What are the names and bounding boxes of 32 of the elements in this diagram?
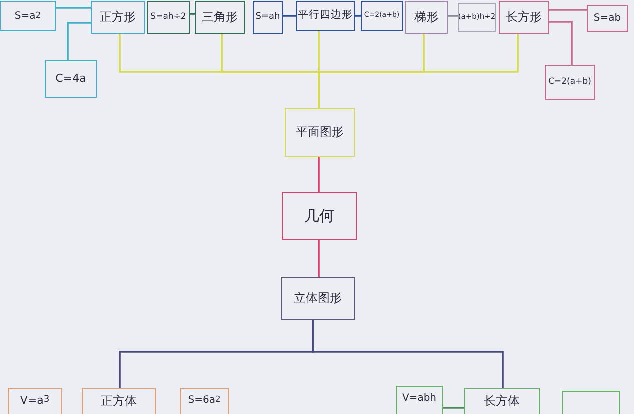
connector-line [443,407,464,409]
concept-box: 三角形 [195,1,245,34]
formula-box: C=4a [45,60,97,98]
formula-box: S=ab [587,5,628,32]
concept-box: 平面图形 [285,108,355,157]
concept-box: 正方形 [91,1,145,34]
blank-box [562,391,620,414]
formula-box: C=2(a+b) [545,65,595,100]
connector-line [312,320,504,388]
connector-line [549,21,573,65]
connector-line [355,15,361,17]
concept-box: 长方体 [464,388,540,414]
concept-box: 平行四边形 [296,1,355,31]
formula-box: V=a$^{3}$ [8,388,62,414]
connector-line [549,9,587,11]
concept-box: 正方体 [82,388,156,414]
connector-line [448,15,458,17]
concept-box: 立体图形 [281,277,355,320]
formula-box: S=6a$^{2}$ [180,388,229,414]
connector-line [67,22,91,60]
concept-box: 长方形 [499,1,549,34]
concept-box: 几何 [282,192,357,240]
connector-line [190,13,195,15]
connector-line [318,157,320,192]
formula-box: S=ah÷2 [147,1,190,34]
concept-box: 梯形 [405,1,448,34]
connector-line [283,15,296,17]
formula-box: V=abh [396,386,443,414]
connector-line [318,34,519,108]
connector-line [318,240,320,277]
formula-box: S=ah [253,1,283,34]
connector-line [56,7,91,9]
